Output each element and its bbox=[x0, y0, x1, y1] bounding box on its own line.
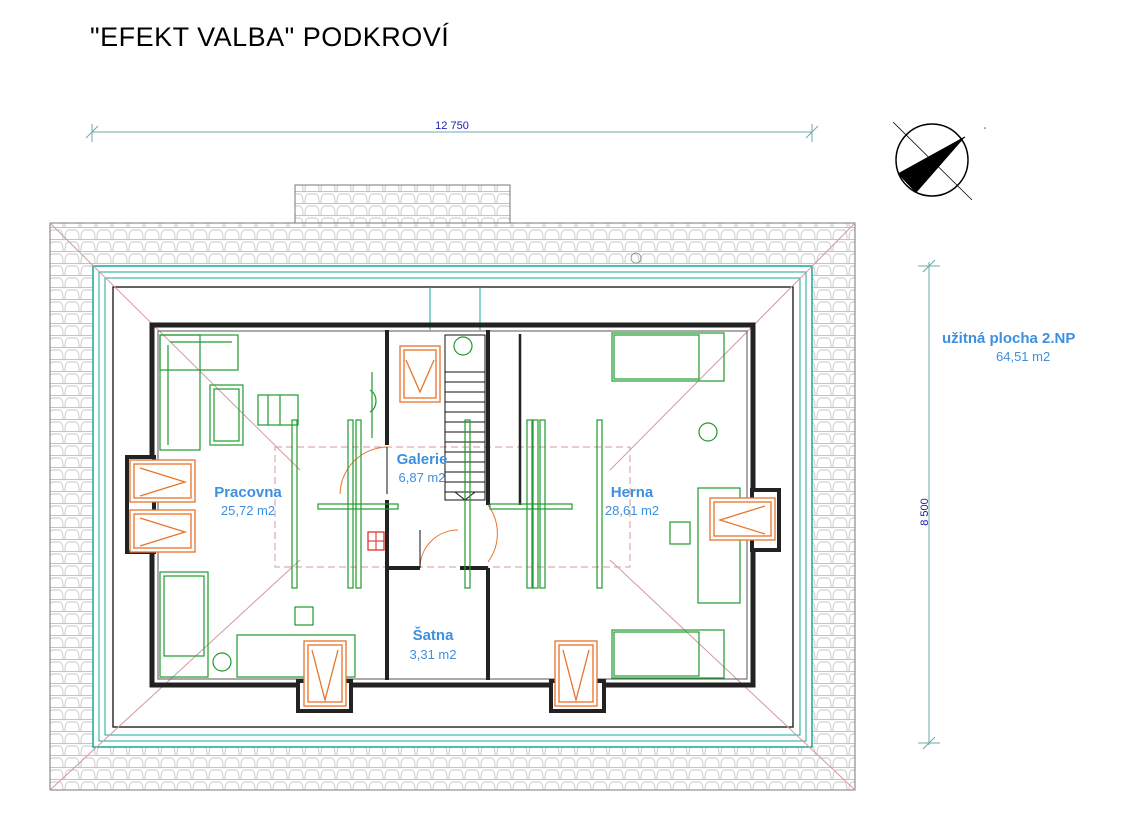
svg-text:Pracovna: Pracovna bbox=[214, 484, 282, 501]
furniture bbox=[159, 332, 741, 679]
roof-windows bbox=[129, 345, 776, 707]
room-label-satna: Šatna 3,31 m2 bbox=[410, 626, 457, 662]
north-arrow-icon bbox=[892, 121, 986, 201]
chimney bbox=[367, 531, 385, 551]
svg-text:25,72 m2: 25,72 m2 bbox=[221, 503, 275, 518]
svg-text:Galerie: Galerie bbox=[397, 451, 448, 468]
roof bbox=[49, 184, 856, 791]
usable-area-value: 64,51 m2 bbox=[996, 349, 1051, 364]
dimension-height: 8 500 bbox=[918, 259, 940, 750]
svg-text:Herna: Herna bbox=[611, 484, 654, 501]
room-label-herna: Herna 28,61 m2 bbox=[605, 484, 659, 518]
svg-text:Šatna: Šatna bbox=[413, 626, 455, 644]
room-label-pracovna: Pracovna 25,72 m2 bbox=[214, 484, 282, 518]
svg-text:3,31 m2: 3,31 m2 bbox=[410, 647, 457, 662]
dimension-width-label: 12 750 bbox=[435, 120, 469, 132]
room-label-galerie: Galerie 6,87 m2 bbox=[397, 451, 448, 485]
dimension-width: 12 750 bbox=[85, 120, 819, 142]
doors bbox=[339, 446, 498, 569]
drawing-title: "EFEKT VALBA" PODKROVÍ bbox=[90, 22, 450, 52]
usable-area-label: užitná plocha 2.NP bbox=[942, 330, 1076, 347]
svg-text:6,87 m2: 6,87 m2 bbox=[399, 470, 446, 485]
svg-text:28,61 m2: 28,61 m2 bbox=[605, 503, 659, 518]
dimension-height-label: 8 500 bbox=[919, 498, 931, 526]
